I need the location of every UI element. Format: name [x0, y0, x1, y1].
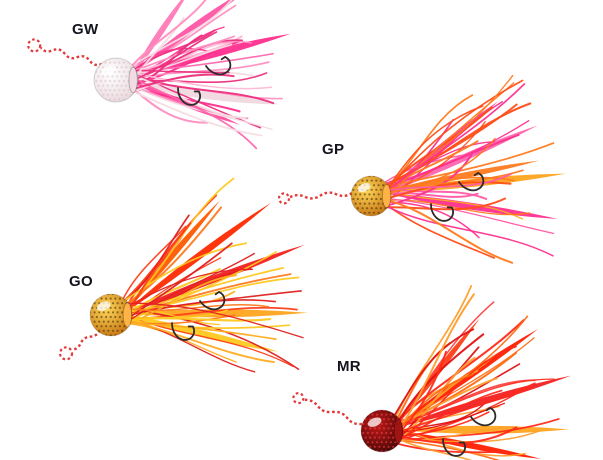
lure-label-go: GO: [69, 273, 93, 290]
lure-gw: [27, 0, 291, 150]
lure-label-gw: GW: [72, 21, 99, 38]
lure-label-mr: MR: [337, 358, 361, 375]
lure-go: [58, 177, 308, 373]
lure-label-gp: GP: [322, 141, 345, 158]
lure-mr: [292, 284, 572, 460]
lure-gp: [277, 74, 567, 264]
